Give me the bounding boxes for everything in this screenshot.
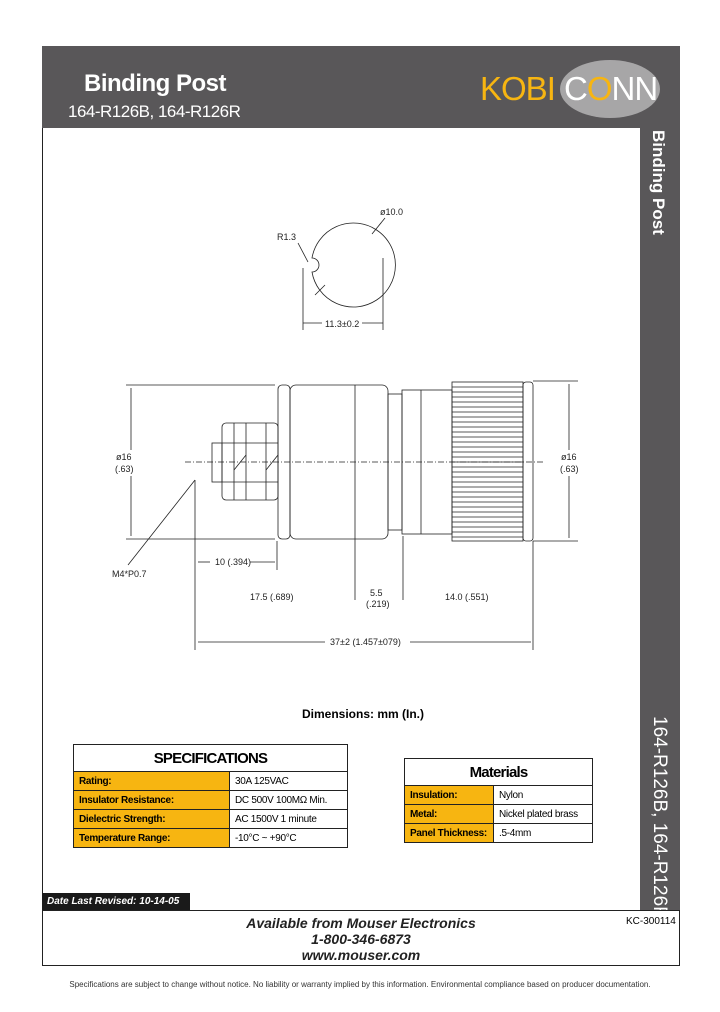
material-value: Nylon — [493, 785, 593, 805]
label-dia-left-in: (.63) — [115, 464, 134, 474]
table-row: Insulation:Nylon — [404, 785, 593, 805]
table-row: Dielectric Strength:AC 1500V 1 minute — [73, 809, 348, 829]
dimensions-note: Dimensions: mm (In.) — [302, 707, 425, 721]
knurl-lines — [452, 386, 523, 538]
side-band — [640, 128, 680, 910]
materials-table: Materials Insulation:Nylon Metal:Nickel … — [404, 758, 593, 843]
side-view: M4*P0.7 ø16 (.63) ø16 (.63) 10 (.394) 17… — [112, 380, 579, 650]
spec-value: DC 500V 100MΩ Min. — [229, 790, 348, 810]
logo-c: C — [564, 70, 588, 107]
footer-box: Available from Mouser Electronics 1-800-… — [42, 910, 680, 967]
page-title: Binding Post — [84, 70, 226, 97]
mouser-phone: 1-800-346-6873 — [311, 931, 411, 947]
label-dia-left: ø16 — [116, 452, 132, 462]
logo-kobi: KOBI — [480, 70, 556, 107]
spec-label: Insulator Resistance: — [73, 790, 230, 810]
specifications-title: SPECIFICATIONS — [73, 744, 348, 772]
material-label: Metal: — [404, 804, 494, 824]
material-value: Nickel plated brass — [493, 804, 593, 824]
top-view: ø10.0 R1.3 11.3±0.2 — [277, 207, 403, 330]
label-dia-right: ø16 — [561, 452, 577, 462]
logo-o: O — [586, 70, 613, 107]
mouser-availability: Available from Mouser Electronics — [246, 915, 476, 931]
material-label: Insulation: — [404, 785, 494, 805]
part-numbers: 164-R126B, 164-R126R — [68, 102, 241, 121]
mouser-website[interactable]: www.mouser.com — [301, 947, 421, 963]
table-row: Temperature Range:-10°C ~ +90°C — [73, 828, 348, 848]
label-d1: 10 (.394) — [215, 557, 251, 567]
material-label: Panel Thickness: — [404, 823, 494, 843]
label-d3b: (.219) — [366, 599, 390, 609]
label-thread: M4*P0.7 — [112, 569, 147, 579]
spec-label: Dielectric Strength: — [73, 809, 230, 829]
table-row: Metal:Nickel plated brass — [404, 804, 593, 824]
spec-value: AC 1500V 1 minute — [229, 809, 348, 829]
label-dia-right-in: (.63) — [560, 464, 579, 474]
kobiconn-logo: KOBI CONN — [480, 60, 662, 118]
document-code: KC-300114 — [626, 916, 676, 927]
logo-conn: CONN — [564, 70, 659, 108]
logo-ellipse — [560, 60, 660, 118]
label-d3a: 5.5 — [370, 588, 383, 598]
specifications-table: SPECIFICATIONS Rating:30A 125VAC Insulat… — [73, 744, 348, 848]
table-row: Panel Thickness:.5-4mm — [404, 823, 593, 843]
label-total: 37±2 (1.457±079) — [330, 637, 401, 647]
spec-value: 30A 125VAC — [229, 771, 348, 791]
label-width: 11.3±0.2 — [325, 319, 359, 329]
spec-label: Temperature Range: — [73, 828, 230, 848]
table-row: Rating:30A 125VAC — [73, 771, 348, 791]
label-radius: R1.3 — [277, 232, 296, 242]
logo-nn: NN — [611, 70, 659, 107]
spec-label: Rating: — [73, 771, 230, 791]
materials-title: Materials — [404, 758, 593, 786]
table-row: Insulator Resistance:DC 500V 100MΩ Min. — [73, 790, 348, 810]
disclaimer: Specifications are subject to change wit… — [69, 980, 651, 989]
material-value: .5-4mm — [493, 823, 593, 843]
spec-value: -10°C ~ +90°C — [229, 828, 348, 848]
label-d4: 14.0 (.551) — [445, 592, 489, 602]
label-diameter: ø10.0 — [380, 207, 403, 217]
date-revised: Date Last Revised: 10-14-05 — [42, 893, 190, 910]
label-d2: 17.5 (.689) — [250, 592, 294, 602]
